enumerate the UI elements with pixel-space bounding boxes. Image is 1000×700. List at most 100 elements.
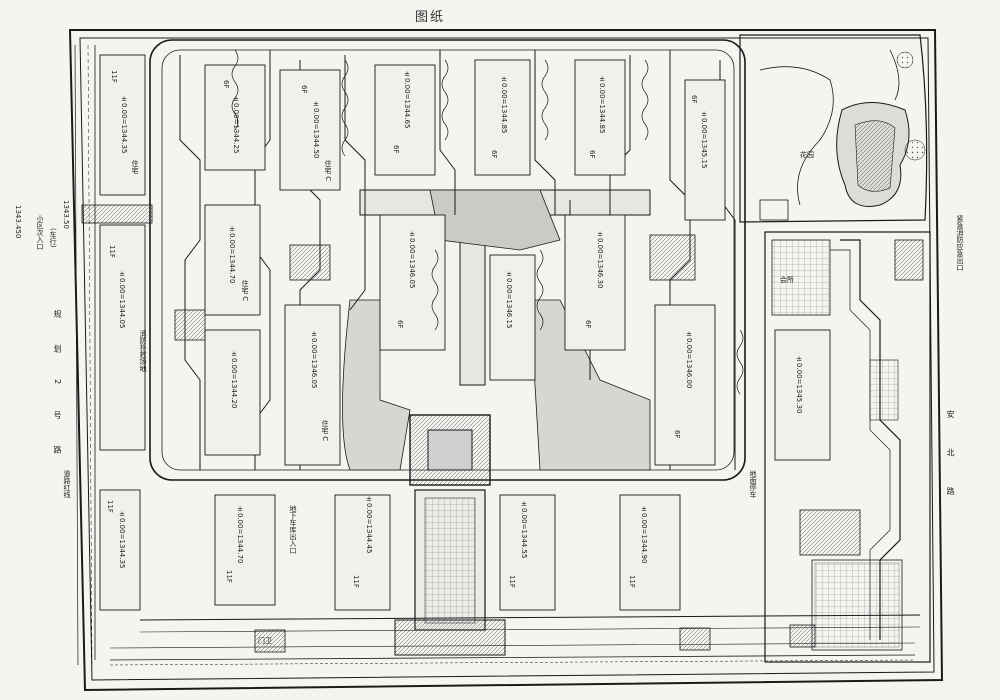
block-b15 (654, 304, 716, 466)
label-elev-mid: 1343.50 (62, 200, 70, 229)
bld-b15-floors: 6F (673, 430, 681, 439)
wall-mid-2 (439, 50, 456, 215)
block-b10 (379, 214, 446, 351)
note-fire-area: 消防扑救场地 (139, 330, 147, 372)
label-west-road: 规 划 2 号 路 (53, 310, 62, 466)
bld-b5-elev: ±0.00=1344.85 (500, 75, 508, 134)
bld-b19-elev: ±0.00=1344.45 (365, 495, 373, 554)
bld-b14-elev: ±0.00=1346.05 (310, 330, 318, 389)
block-b11 (489, 254, 536, 381)
bld-b4-elev: ±0.00=1344.65 (403, 70, 411, 129)
east-stair (869, 359, 899, 421)
note-garden: 花园 (800, 151, 814, 159)
road-edge-bottom (109, 654, 916, 661)
bld-b20-floors: 11F (508, 575, 516, 588)
bld-b21-floors: 11F (628, 575, 636, 588)
garden-northeast (739, 34, 928, 223)
south-gate-west (254, 629, 286, 653)
east-plaza (811, 559, 903, 651)
block-b21 (619, 494, 681, 611)
block-b19 (334, 494, 391, 611)
courtyard-north (429, 189, 561, 251)
bld-b3-name: 住宅 C (324, 160, 332, 182)
bld-b11-elev: ±0.00=1346.15 (505, 270, 513, 329)
inner-boundary (79, 37, 935, 681)
hedge-6 (536, 249, 544, 331)
courtyard-east (529, 299, 651, 471)
bld-b20-elev: ±0.00=1344.55 (520, 500, 528, 559)
bld-b18-floors: 11F (225, 570, 233, 583)
bld-b19-floors: 11F (352, 575, 360, 588)
site-boundary (68, 29, 944, 692)
wall-west-1 (179, 55, 201, 470)
block-b16 (774, 329, 831, 461)
bld-b7-floors: 6F (690, 95, 698, 104)
bld-b6-floors: 6F (588, 150, 596, 159)
bld-b17-elev: ±0.00=1344.35 (118, 510, 126, 569)
block-b13 (204, 329, 261, 456)
residential-blocks (99, 54, 831, 611)
south-boulevard-paving (424, 497, 476, 624)
bld-b7-elev: ±0.00=1345.15 (700, 110, 708, 169)
bld-b14-name: 住宅 C (321, 420, 329, 442)
garden-boundary (739, 34, 928, 223)
label-redline: 道路红线 (63, 470, 71, 498)
east-court (799, 509, 861, 556)
west-road-line-2 (87, 44, 93, 666)
hedge-4 (541, 59, 549, 141)
sheet-title: 图纸 (415, 10, 446, 25)
bld-b21-elev: ±0.00=1344.90 (640, 505, 648, 564)
bld-b10-floors: 6F (396, 320, 404, 329)
south-gate-east (679, 627, 711, 651)
east-block-outline (764, 231, 931, 663)
block-b18 (214, 494, 276, 606)
south-entrance-plaza (394, 619, 506, 656)
bld-b1-elev: ±0.00=1344.35 (120, 95, 128, 154)
bld-b4-floors: 6F (392, 145, 400, 154)
west-road (74, 44, 206, 666)
block-b5 (474, 59, 531, 176)
bld-b9-elev: ±0.00=1344.70 (228, 225, 236, 284)
garden-path (759, 66, 834, 206)
road-edge-bottom-2 (109, 642, 916, 649)
hedge-2 (341, 59, 349, 157)
note-garage: 地下车库出入口 (289, 505, 297, 554)
bld-b12-elev: ±0.00=1346.30 (596, 230, 604, 289)
hedge-8 (736, 329, 744, 395)
bld-b1-floors: 11F (110, 70, 118, 83)
block-b9 (204, 204, 261, 316)
note-club: 会所 (780, 276, 794, 284)
block-b14 (284, 304, 341, 466)
label-elev-top: 1343.450 (14, 205, 22, 239)
courtyard-west (342, 299, 411, 471)
hedge-5 (431, 249, 439, 331)
label-entrance-sub: (车行) (49, 228, 57, 248)
bld-b17-floors: 11F (106, 500, 114, 513)
bld-b8-elev: ±0.00=1344.05 (118, 270, 126, 329)
block-b7 (684, 79, 726, 221)
block-b20 (499, 494, 556, 611)
label-emergency-exit: 紧急消防应急出口 (956, 215, 964, 271)
central-pavilion-core (427, 429, 473, 471)
wall-mid-3 (534, 50, 556, 215)
bld-b8-floors: 11F (108, 245, 116, 258)
garden-tree-2 (904, 139, 926, 161)
east-gate (894, 239, 924, 281)
block-b3 (279, 69, 341, 191)
block-b8 (99, 224, 146, 451)
bld-b6-elev: ±0.00=1344.85 (598, 75, 606, 134)
garden-pavilion (759, 199, 789, 221)
bld-b1-name: 住宅 (131, 160, 139, 174)
east-plaza-paving (814, 562, 900, 648)
bld-b2-elev: ±0.00=1344.25 (232, 95, 240, 154)
bld-b2-floors: 6F (222, 80, 230, 89)
bld-b13-elev: ±0.00=1344.20 (230, 350, 238, 409)
garden-path-2 (889, 49, 900, 101)
bld-b5-floors: 6F (490, 150, 498, 159)
east-block (764, 231, 931, 663)
courtyard-square-west (289, 244, 331, 281)
block-b4 (374, 64, 436, 176)
bld-b3-elev: ±0.00=1344.50 (312, 100, 320, 159)
